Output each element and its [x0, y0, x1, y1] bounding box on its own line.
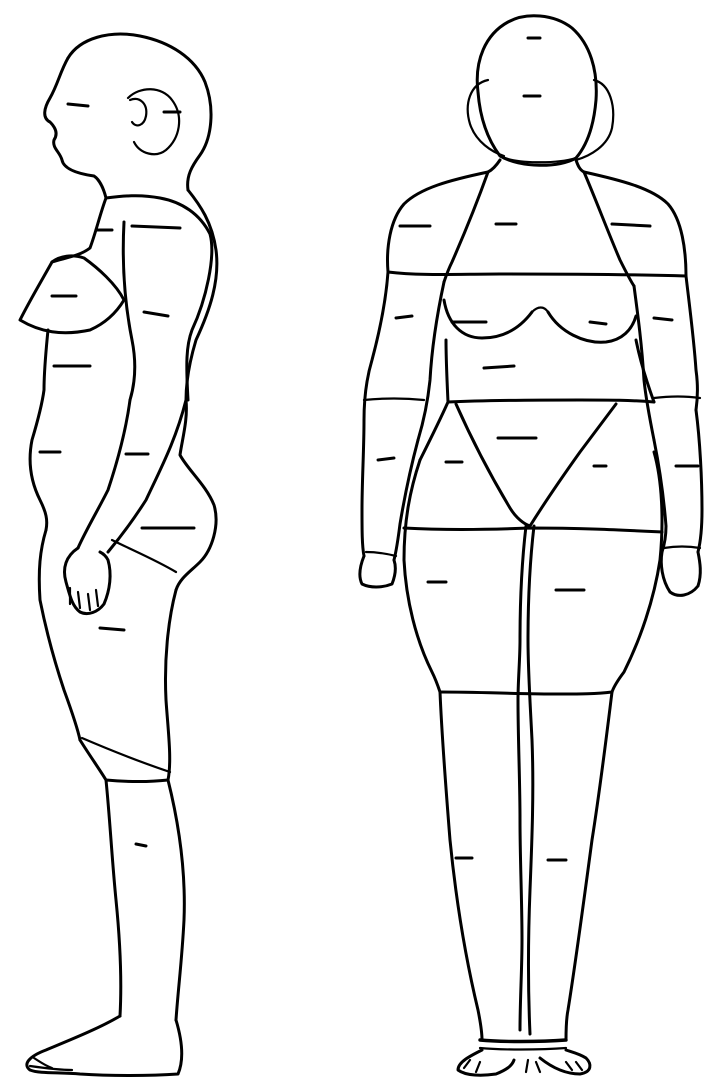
- front-shoulder-right: [584, 172, 698, 410]
- front-chest-band: [388, 272, 686, 276]
- front-hand-left: [360, 556, 395, 587]
- front-chest-left-diagonal: [444, 172, 488, 282]
- front-center-line-left: [518, 526, 526, 1030]
- side-thigh-front: [39, 530, 80, 740]
- front-inner-arm-right: [634, 286, 654, 440]
- front-breast-left: [444, 300, 532, 338]
- front-pelvis-v: [456, 404, 616, 526]
- front-leg-left-outer: [440, 692, 482, 1040]
- side-breast: [20, 256, 124, 333]
- front-hand-left-cuff: [366, 552, 396, 556]
- side-view-figure: [20, 34, 217, 1075]
- side-segment-marks: [40, 104, 194, 846]
- front-forearm-left-outer: [362, 420, 364, 556]
- side-toes: [30, 1058, 72, 1070]
- front-shoulder-left: [364, 172, 488, 420]
- front-waist-band: [448, 400, 654, 402]
- side-forearm: [78, 400, 130, 548]
- side-shin: [106, 780, 121, 1016]
- side-knee: [80, 740, 168, 782]
- side-calf: [168, 780, 184, 1020]
- front-breast-right: [548, 312, 636, 342]
- side-abdomen-front: [30, 330, 48, 530]
- front-hip-left: [404, 460, 440, 692]
- front-hip-right: [612, 452, 662, 692]
- front-knee-band: [440, 692, 612, 694]
- front-hair-left: [468, 80, 504, 156]
- side-hand: [65, 548, 111, 614]
- side-ear: [130, 99, 146, 125]
- front-neck-left: [488, 160, 500, 172]
- front-hand-right-cuff: [664, 547, 700, 549]
- front-center-line-right: [528, 526, 534, 1034]
- front-ankle-band: [480, 1040, 566, 1042]
- side-thigh-back: [165, 590, 176, 780]
- front-forearm-right-outer: [696, 410, 702, 552]
- side-face-outline: [45, 58, 106, 198]
- front-forearm-left-inner: [394, 440, 418, 560]
- front-neck-right: [576, 160, 584, 172]
- front-foot-left: [458, 1050, 514, 1075]
- front-wrist-left: [364, 399, 424, 401]
- side-buttock-line: [112, 540, 176, 572]
- front-wrist-right: [654, 397, 700, 399]
- front-breast-center: [532, 308, 548, 313]
- front-ankle-band-lower: [480, 1048, 566, 1050]
- front-chest-right-diagonal: [584, 172, 634, 286]
- side-head-outline: [68, 34, 211, 190]
- front-hand-right: [661, 552, 700, 595]
- front-view-figure: [360, 16, 702, 1075]
- side-knee-line: [82, 738, 170, 772]
- side-arm-front: [123, 222, 135, 400]
- front-leg-right-outer: [566, 692, 612, 1040]
